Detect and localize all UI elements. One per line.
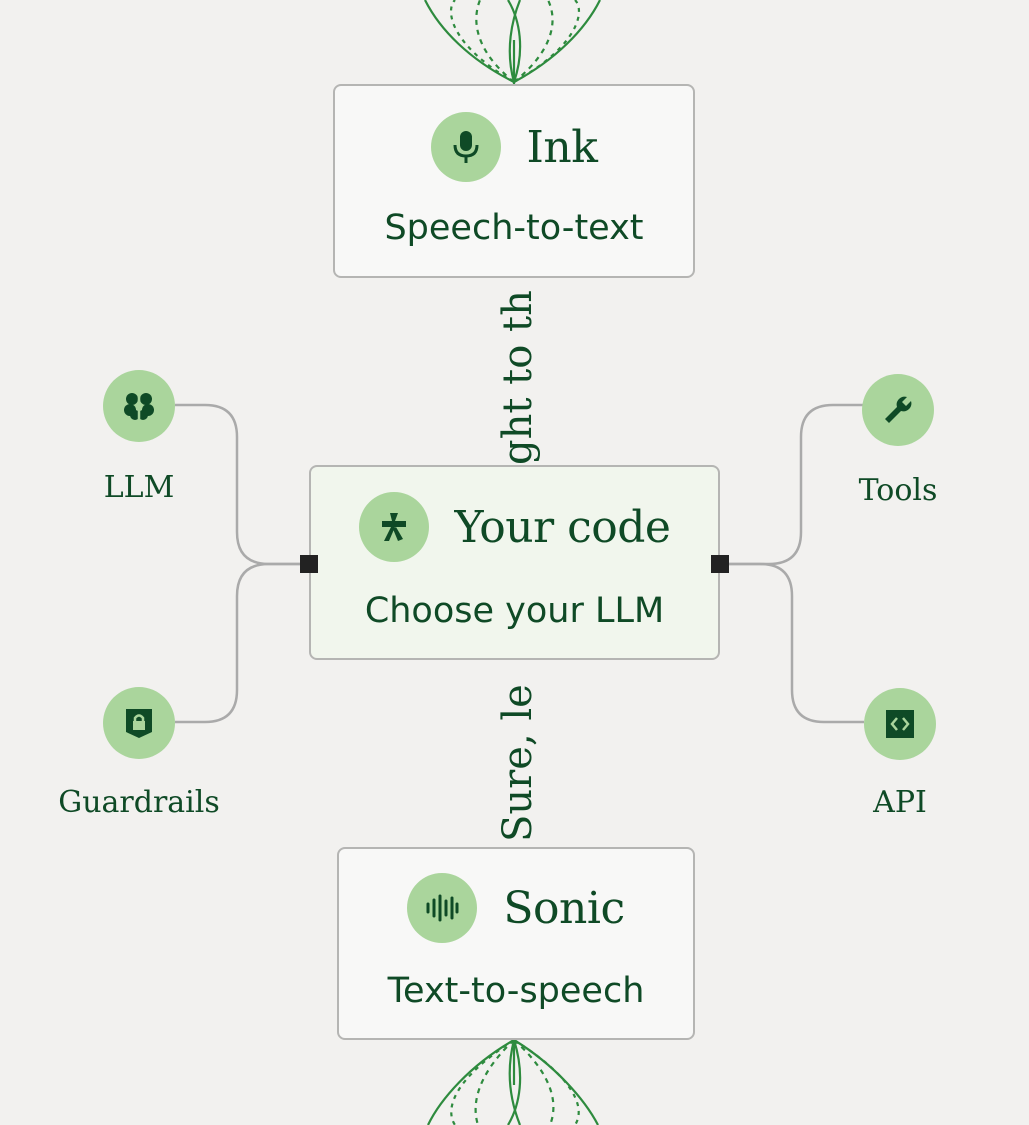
wrench-icon[interactable]	[862, 374, 934, 446]
bottom-leaf-motif	[427, 1036, 599, 1125]
api-label: API	[873, 785, 927, 820]
code-box-icon[interactable]	[864, 688, 936, 760]
your-code-card[interactable]: Your code Choose your LLM	[309, 465, 720, 660]
sound-wave-icon	[407, 873, 478, 943]
your-code-title: Your code	[454, 501, 671, 553]
side-connectors	[175, 403, 864, 724]
flow-text-upper: ght to th	[495, 290, 541, 465]
agent-logo-icon	[358, 492, 429, 562]
top-leaf-motif	[424, 0, 601, 86]
sonic-title: Sonic	[503, 882, 625, 934]
microphone-icon	[430, 112, 501, 182]
ink-card[interactable]: Ink Speech-to-text	[333, 84, 695, 278]
ink-subtitle: Speech-to-text	[384, 208, 644, 248]
right-port	[711, 555, 729, 573]
left-port	[300, 555, 318, 573]
llm-label: LLM	[103, 470, 175, 505]
your-code-subtitle: Choose your LLM	[364, 591, 665, 631]
sonic-card[interactable]: Sonic Text-to-speech	[337, 847, 695, 1040]
sonic-subtitle: Text-to-speech	[387, 971, 645, 1011]
brain-icon[interactable]	[103, 370, 175, 442]
flow-text-lower: Sure, le	[495, 684, 541, 842]
guardrails-label: Guardrails	[58, 785, 220, 820]
ink-title: Ink	[526, 121, 598, 173]
tools-label: Tools	[858, 473, 938, 508]
shield-lock-icon[interactable]	[103, 687, 175, 759]
